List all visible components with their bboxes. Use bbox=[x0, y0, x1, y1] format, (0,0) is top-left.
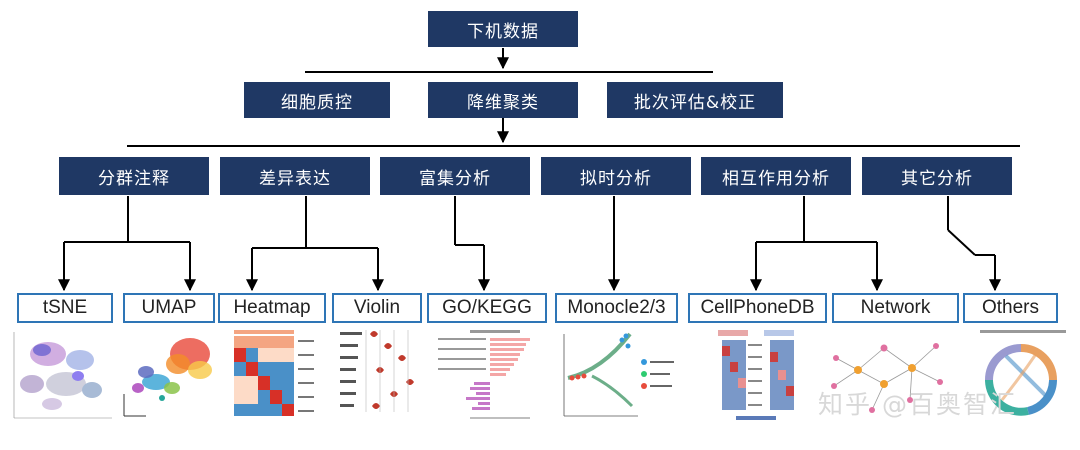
analysis-annotation-box: 分群注释 bbox=[59, 157, 209, 195]
step-qc-box: 细胞质控 bbox=[244, 82, 390, 118]
violin-thumbnail bbox=[336, 326, 424, 426]
monocle-thumbnail bbox=[552, 326, 680, 426]
method-cellphonedb-box: CellPhoneDB bbox=[688, 293, 827, 323]
method-monocle-box: Monocle2/3 bbox=[555, 293, 678, 323]
analysis-pseudotime-box: 拟时分析 bbox=[541, 157, 691, 195]
network-thumbnail bbox=[814, 326, 962, 426]
cellphonedb-thumbnail bbox=[700, 326, 814, 426]
method-umap-box: UMAP bbox=[123, 293, 215, 323]
analysis-de-box: 差异表达 bbox=[220, 157, 370, 195]
method-heatmap-box: Heatmap bbox=[218, 293, 326, 323]
others-thumbnail bbox=[966, 326, 1076, 426]
analysis-other-box: 其它分析 bbox=[862, 157, 1012, 195]
root-box: 下机数据 bbox=[428, 11, 578, 47]
method-gokegg-box: GO/KEGG bbox=[427, 293, 547, 323]
method-tsne-box: tSNE bbox=[17, 293, 113, 323]
gokegg-thumbnail bbox=[430, 326, 542, 426]
method-violin-box: Violin bbox=[332, 293, 422, 323]
heatmap-thumbnail bbox=[228, 326, 320, 426]
step-batch-box: 批次评估&校正 bbox=[607, 82, 783, 118]
tsne-thumbnail bbox=[8, 326, 116, 426]
method-network-box: Network bbox=[832, 293, 959, 323]
analysis-interaction-box: 相互作用分析 bbox=[701, 157, 851, 195]
umap-thumbnail bbox=[116, 326, 220, 426]
watermark-text: 知乎 @百奥智汇 bbox=[818, 390, 1017, 419]
step-clustering-box: 降维聚类 bbox=[428, 82, 578, 118]
analysis-enrichment-box: 富集分析 bbox=[380, 157, 530, 195]
method-others-box: Others bbox=[963, 293, 1058, 323]
